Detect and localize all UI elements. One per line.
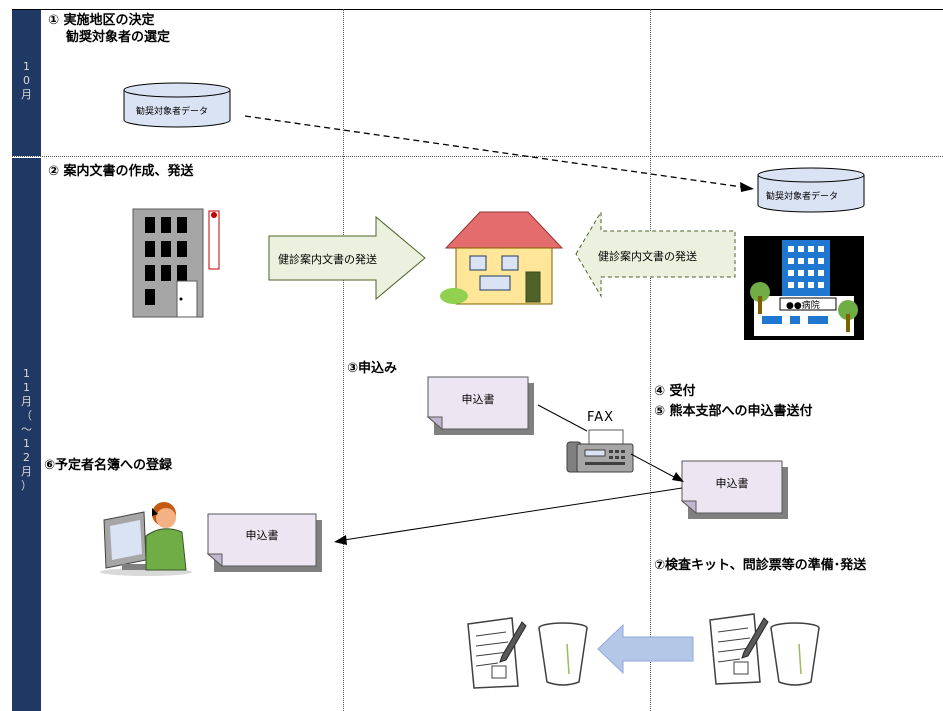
ship-arrow (597, 623, 694, 675)
column-divider-2 (650, 9, 651, 711)
month-char: 1 (23, 60, 30, 73)
step-2-title: ② 案内文書の作成、発送 (48, 164, 194, 179)
step-7-title: ⑦検査キット、問診票等の準備･発送 (654, 558, 867, 573)
month-char: 月 (21, 465, 32, 478)
month-char: 0 (23, 74, 30, 87)
step-6-title: ⑥予定者名簿への登録 (44, 458, 173, 473)
send-arrow-left-label: 健診案内文書の発送 (278, 253, 377, 266)
send-arrow-left (268, 215, 426, 301)
sample-cup-icon-left (538, 622, 588, 686)
month-label-october: 1 0 月 (12, 9, 41, 156)
row-divider (12, 156, 943, 157)
database-label-left: 勧奨対象者データ (136, 107, 209, 117)
office-building-icon (132, 208, 220, 318)
month-char: 2 (23, 451, 30, 464)
application-document-2-label: 申込書 (715, 477, 749, 490)
top-border (12, 9, 943, 10)
hospital-icon (744, 236, 864, 340)
application-document-3 (206, 513, 322, 572)
database-icon-right (757, 167, 865, 213)
step-1-subtitle: 勧奨対象者の選定 (66, 30, 171, 45)
hospital-sign: ●●病院 (786, 301, 820, 311)
house-icon (440, 211, 564, 305)
application-document-2 (680, 460, 788, 519)
fax-label: FAX (587, 410, 615, 425)
step-4-title: ④ 受付 (654, 384, 696, 399)
month-band-october (12, 9, 41, 156)
month-label-nov-dec: 1 1 月 （ 〜 1 2 月 ） (12, 158, 41, 711)
month-char: 月 (21, 395, 32, 408)
step-3-title: ③申込み (347, 361, 398, 376)
application-document-1 (426, 376, 534, 435)
fax-machine-icon (566, 429, 634, 473)
month-band-nov-dec (12, 158, 41, 711)
sample-cup-icon-right (770, 622, 820, 686)
month-char: （ (21, 409, 32, 422)
questionnaire-icon-left (467, 617, 527, 689)
application-document-3-label: 申込書 (245, 529, 279, 542)
month-char: 〜 (21, 423, 32, 436)
questionnaire-icon-right (709, 613, 769, 685)
application-document-1-label: 申込書 (461, 393, 495, 406)
column-divider-1 (343, 9, 344, 711)
month-char: 月 (21, 88, 32, 101)
database-icon-left (123, 82, 231, 128)
database-label-right: 勧奨対象者データ (766, 192, 839, 202)
send-arrow-right-label: 健診案内文書の発送 (598, 250, 697, 263)
send-arrow-right (575, 210, 736, 298)
month-char: 1 (23, 437, 30, 450)
month-char: ） (21, 479, 32, 492)
month-char: 1 (23, 381, 30, 394)
month-char: 1 (23, 367, 30, 380)
step-5-title: ⑤ 熊本支部への申込書送付 (654, 404, 813, 419)
step-1-title: ① 実施地区の決定 (48, 13, 155, 28)
person-at-computer-icon (100, 502, 192, 576)
